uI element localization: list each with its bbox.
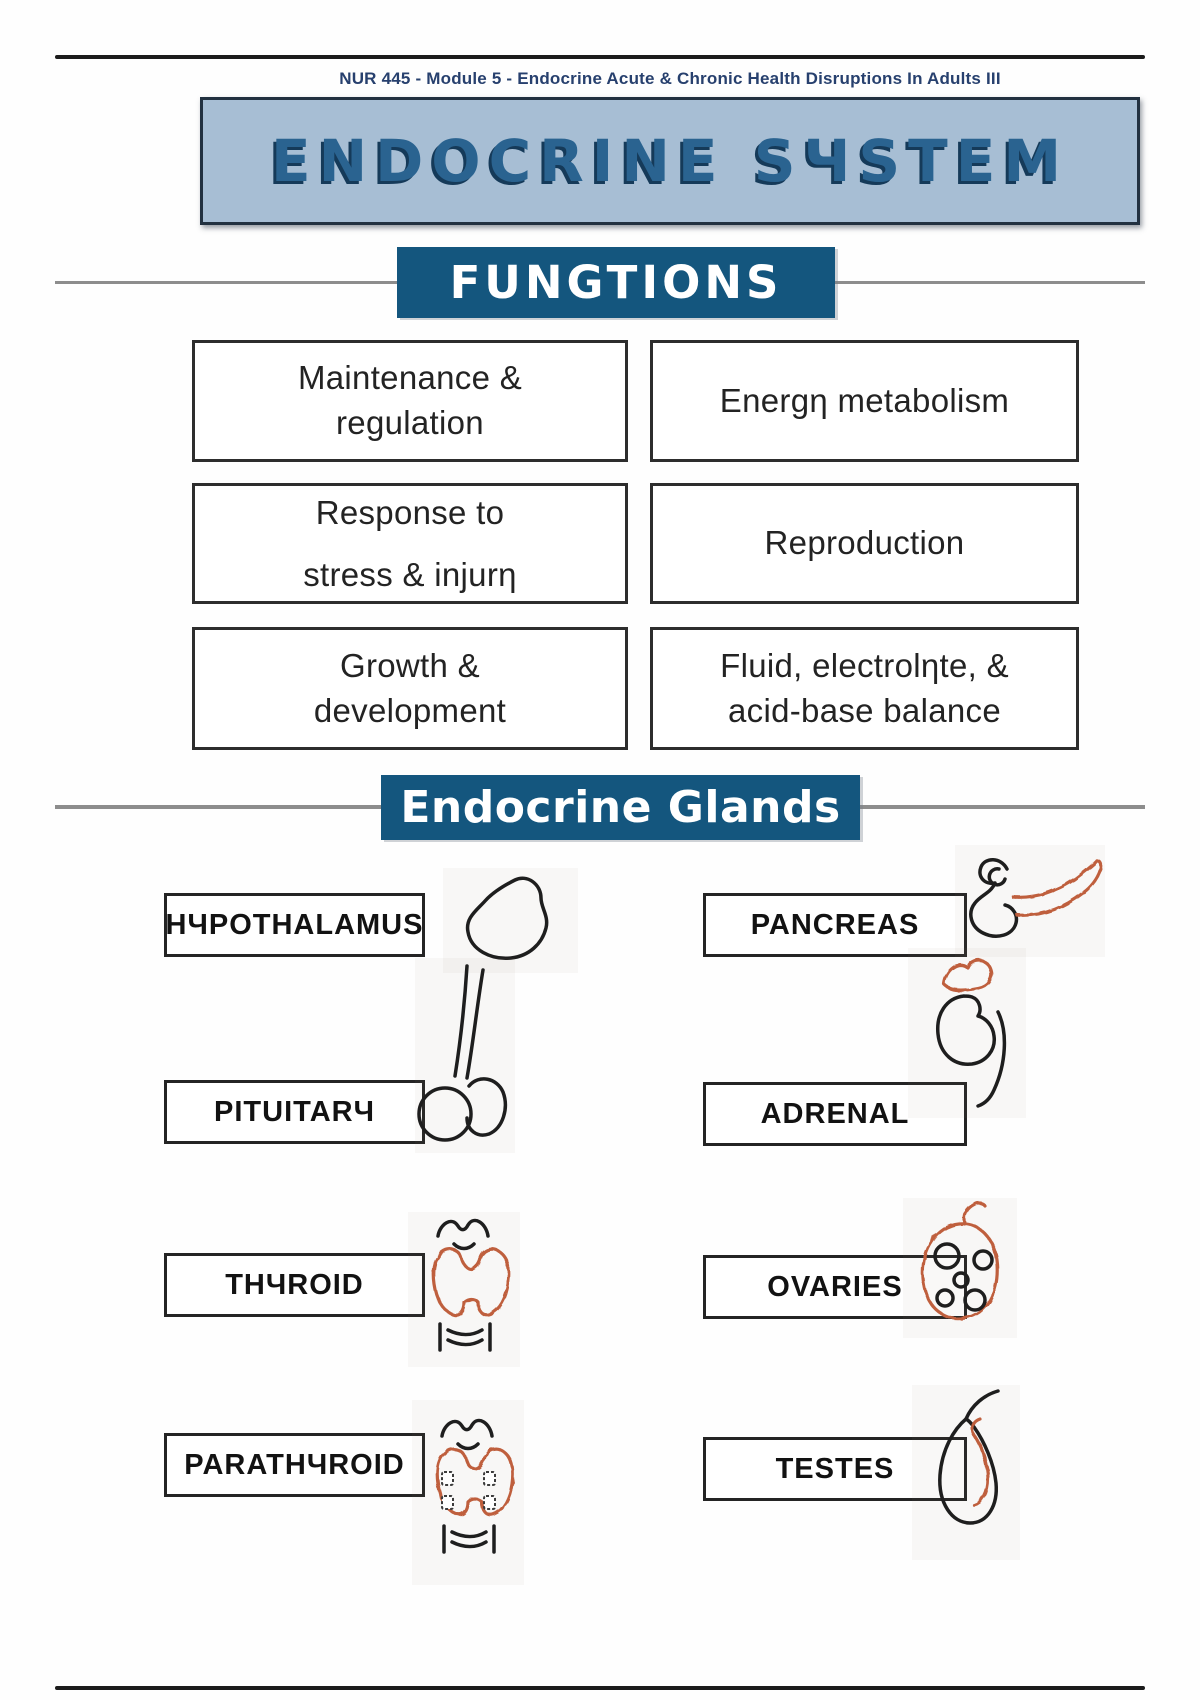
glands-banner-label: Endocrine Glands bbox=[400, 782, 841, 833]
ovaries-icon bbox=[903, 1198, 1017, 1338]
gland-label-adrenal: ADRENAL bbox=[703, 1082, 967, 1146]
function-box-line: Response to bbox=[315, 494, 505, 532]
parathyroid-icon bbox=[412, 1400, 524, 1585]
thyroid-icon bbox=[408, 1212, 520, 1367]
function-box-response-stress-injury: Response to stress & injurη bbox=[192, 483, 628, 604]
gland-label-parathyroid: PARATHЧROID bbox=[164, 1433, 425, 1497]
pancreas-icon bbox=[955, 845, 1105, 957]
gland-label-thyroid: THЧROID bbox=[164, 1253, 425, 1317]
function-box-maintenance-regulation: Maintenance & regulation bbox=[192, 340, 628, 462]
function-box-growth-development: Growth & development bbox=[192, 627, 628, 750]
top-rule bbox=[55, 55, 1145, 59]
functions-banner: FUNGTIONS bbox=[397, 247, 835, 318]
function-box-reproduction: Reproduction bbox=[650, 483, 1079, 604]
gland-label-text: PANCREAS bbox=[750, 908, 920, 941]
gland-label-hypothalamus: HЧPOTHALAMUS bbox=[164, 893, 425, 957]
page-title: ENDOCRINE SЧSTEM bbox=[270, 127, 1070, 195]
function-box-fluid-electrolyte: Fluid, electrolηte, & acid-base balance bbox=[650, 627, 1079, 750]
gland-label-text: ADRENAL bbox=[760, 1097, 910, 1130]
pituitary-icon bbox=[415, 958, 515, 1153]
functions-banner-label: FUNGTIONS bbox=[449, 256, 783, 309]
function-box-line: Growth & bbox=[340, 646, 480, 684]
gland-label-text: OVARIES bbox=[767, 1270, 903, 1303]
gland-label-pancreas: PANCREAS bbox=[703, 893, 967, 957]
gland-label-text: THЧROID bbox=[225, 1268, 364, 1301]
function-box-line: Energη metabolism bbox=[719, 381, 1010, 419]
function-box-line: stress & injurη bbox=[303, 555, 517, 593]
gland-label-text: TESTES bbox=[775, 1452, 895, 1485]
gland-label-pituitary: PITUITARЧ bbox=[164, 1080, 425, 1144]
gland-label-text: PARATHЧROID bbox=[184, 1448, 405, 1481]
function-box-line: Reproduction bbox=[764, 524, 965, 562]
gland-label-text: HЧPOTHALAMUS bbox=[165, 908, 424, 941]
hypothalamus-icon bbox=[443, 868, 578, 973]
bottom-rule bbox=[55, 1686, 1145, 1690]
function-box-line: development bbox=[313, 691, 507, 729]
function-box-energy-metabolism: Energη metabolism bbox=[650, 340, 1079, 462]
function-box-line: Fluid, electrolηte, & bbox=[720, 646, 1009, 684]
gland-label-text: PITUITARЧ bbox=[214, 1095, 375, 1128]
adrenal-icon bbox=[908, 948, 1026, 1118]
gland-label-testes: TESTES bbox=[703, 1437, 967, 1501]
testes-icon bbox=[912, 1385, 1020, 1560]
course-header: NUR 445 - Module 5 - Endocrine Acute & C… bbox=[339, 69, 1001, 88]
function-box-line: acid-base balance bbox=[728, 691, 1001, 729]
function-box-line: regulation bbox=[336, 404, 484, 441]
glands-banner: Endocrine Glands bbox=[381, 775, 860, 840]
function-box-line: Maintenance & bbox=[297, 359, 523, 397]
title-box: ENDOCRINE SЧSTEM bbox=[200, 97, 1140, 225]
